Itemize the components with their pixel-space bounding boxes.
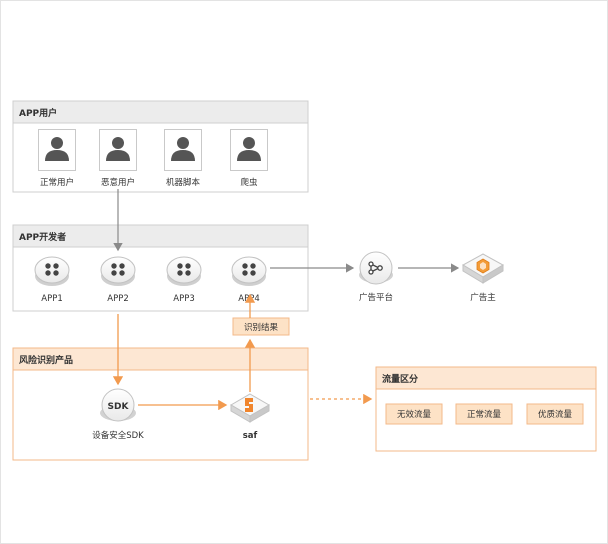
app-grid-icon bbox=[231, 256, 267, 287]
traffic-label: 无效流量 bbox=[397, 409, 432, 420]
app-grid-icon bbox=[166, 256, 202, 287]
traffic-normal: 正常流量 bbox=[455, 403, 513, 425]
traffic-classification-panel: 流量区分 无效流量 正常流量 优质流量 bbox=[375, 366, 597, 452]
traffic-premium: 优质流量 bbox=[526, 403, 584, 425]
risk-product-title: 风险识别产品 bbox=[19, 354, 73, 366]
saf-node: saf bbox=[230, 393, 270, 441]
sdk-node: SDK 设备安全SDK bbox=[92, 388, 144, 441]
user-bot-script: 机器脚本 bbox=[164, 129, 202, 188]
app-node-3: APP3 bbox=[166, 256, 202, 304]
risk-product-panel: 风险识别产品 SDK 设备安全SDK saf bbox=[12, 347, 309, 461]
app-label: APP2 bbox=[107, 294, 128, 304]
app-grid-icon bbox=[34, 256, 70, 287]
sdk-badge-icon: SDK bbox=[108, 402, 130, 412]
person-icon bbox=[230, 129, 268, 171]
ad-platform-node: 广告平台 bbox=[359, 251, 393, 303]
saf-label: saf bbox=[243, 431, 258, 441]
app-users-title: APP用户 bbox=[19, 107, 57, 119]
connectors bbox=[112, 189, 460, 411]
user-label: 机器脚本 bbox=[166, 177, 201, 188]
app-users-panel: APP用户 正常用户 恶意用户 机器脚本 爬虫 bbox=[12, 100, 309, 193]
person-icon bbox=[164, 129, 202, 171]
ad-platform-label: 广告平台 bbox=[359, 292, 393, 303]
app-label: APP3 bbox=[173, 294, 194, 304]
user-crawler: 爬虫 bbox=[230, 129, 268, 188]
user-normal: 正常用户 bbox=[38, 129, 76, 188]
person-icon bbox=[99, 129, 137, 171]
sdk-label: 设备安全SDK bbox=[92, 430, 144, 441]
hexagon-cube-icon bbox=[476, 258, 490, 274]
traffic-label: 正常流量 bbox=[467, 409, 502, 420]
app-label: APP4 bbox=[238, 294, 259, 304]
traffic-label: 优质流量 bbox=[538, 409, 573, 420]
recognition-result-badge: 识别结果 bbox=[232, 317, 290, 336]
user-label: 爬虫 bbox=[240, 177, 258, 188]
user-label: 正常用户 bbox=[40, 177, 74, 188]
app-grid-icon bbox=[100, 256, 136, 287]
network-share-icon bbox=[368, 261, 383, 275]
saf-logo-icon bbox=[245, 398, 253, 412]
user-label: 恶意用户 bbox=[101, 177, 135, 188]
app-developers-title: APP开发者 bbox=[19, 231, 66, 243]
app-node-1: APP1 bbox=[34, 256, 70, 304]
app-node-2: APP2 bbox=[100, 256, 136, 304]
traffic-classification-title: 流量区分 bbox=[382, 373, 418, 385]
traffic-invalid: 无效流量 bbox=[385, 403, 443, 425]
advertiser-label: 广告主 bbox=[470, 292, 496, 303]
app-developers-panel: APP开发者 APP1 APP2 APP3 APP4 bbox=[12, 224, 309, 312]
user-malicious: 恶意用户 bbox=[99, 129, 137, 188]
app-label: APP1 bbox=[41, 294, 62, 304]
advertiser-node: 广告主 bbox=[461, 253, 505, 303]
person-icon bbox=[38, 129, 76, 171]
recognition-result-label: 识别结果 bbox=[244, 322, 279, 333]
